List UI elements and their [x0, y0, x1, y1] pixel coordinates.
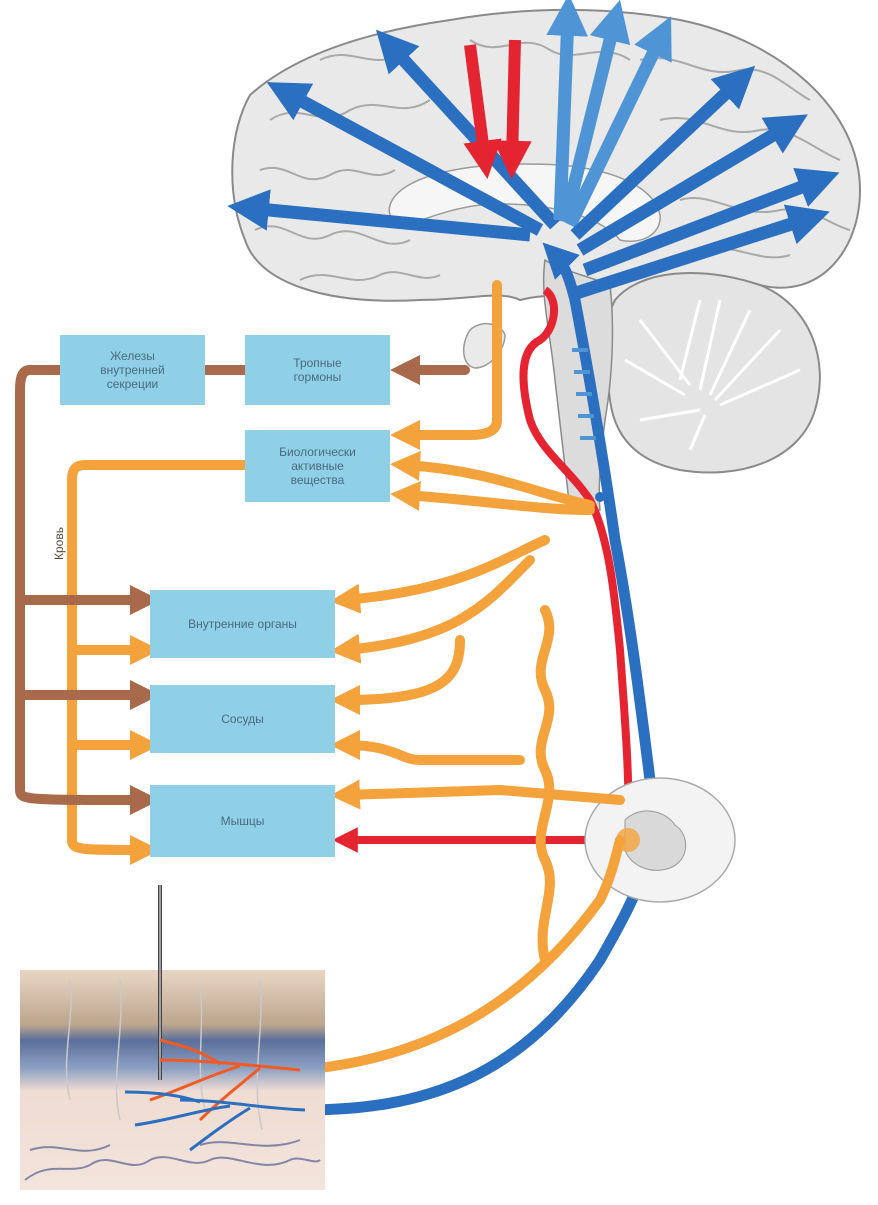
box-glands	[60, 335, 205, 405]
cerebellum-folia	[624, 299, 801, 451]
arrow-red-down-2	[493, 39, 532, 180]
arrow-blue-3	[227, 189, 531, 242]
box-muscles	[150, 785, 335, 857]
box-vessels	[150, 685, 335, 753]
skin-section	[20, 885, 325, 1190]
label-blood: Кровь	[52, 527, 66, 560]
blood-pathway	[15, 355, 470, 815]
box-organs	[150, 590, 335, 658]
blue-collaterals	[572, 348, 596, 440]
box-tropic	[245, 335, 390, 405]
arrow-blue-10	[568, 204, 830, 302]
arrow-blue-5	[558, 0, 631, 224]
blue-node	[595, 492, 605, 502]
red-descending-pathway	[519, 286, 633, 831]
arrow-blue-7	[570, 65, 756, 240]
arrow-blue-8	[576, 114, 808, 256]
cerebellum	[604, 272, 821, 474]
box-bio	[245, 430, 390, 502]
ascending-activation-arrows	[227, 0, 840, 302]
boxes	[60, 335, 390, 857]
arrow-blue-1	[375, 29, 560, 230]
arrow-blue-4	[546, 0, 588, 221]
descending-cortical-arrows	[463, 39, 532, 180]
arrow-red-down-1	[463, 44, 502, 180]
autonomic-network	[67, 280, 625, 1075]
arrow-blue-6	[564, 16, 672, 228]
arrow-blue-9	[582, 168, 840, 277]
arrow-blue-2	[266, 82, 544, 236]
spinal-cord-section	[584, 777, 736, 903]
